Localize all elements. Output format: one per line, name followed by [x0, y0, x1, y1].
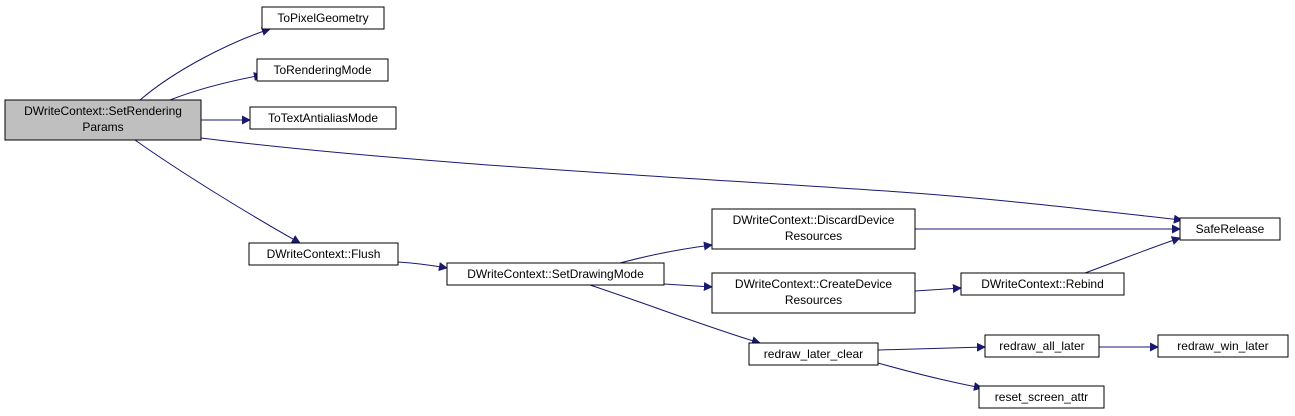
node-box-flush [248, 242, 399, 266]
node-label-set-rendering-params-line-1: DWriteContext::SetRendering [24, 104, 182, 118]
node-label-create-device-resources-line-1: DWriteContext::CreateDevice [735, 277, 892, 291]
edge-set-drawing-mode-to-create-device-resources [663, 282, 713, 292]
node-box-to-rendering-mode [256, 58, 389, 82]
node-label-to-rendering-mode: ToRenderingMode [273, 63, 371, 77]
node-rebind[interactable]: DWriteContext::Rebind [960, 272, 1125, 296]
edge-set-rendering-params-to-to-pixel-geometry [139, 27, 271, 101]
node-label-rebind: DWriteContext::Rebind [981, 277, 1104, 291]
node-safe-release[interactable]: SafeRelease [1179, 217, 1281, 241]
node-box-to-pixel-geometry [261, 6, 385, 30]
node-to-rendering-mode[interactable]: ToRenderingMode [256, 58, 389, 82]
node-label-to-pixel-geometry: ToPixelGeometry [277, 11, 368, 25]
node-box-redraw-all-later [984, 334, 1100, 358]
edge-set-rendering-params-to-safe-release [200, 137, 1183, 224]
node-label-redraw-later-clear: redraw_later_clear [764, 347, 863, 361]
edge-create-device-resources-to-rebind [914, 284, 962, 293]
node-reset-screen-attr[interactable]: reset_screen_attr [978, 385, 1105, 409]
node-label-safe-release: SafeRelease [1196, 222, 1265, 236]
node-box-redraw-win-later [1157, 334, 1289, 358]
node-box-redraw-later-clear [748, 342, 879, 366]
edge-set-rendering-params-to-flush [134, 139, 301, 244]
node-label-create-device-resources-line-2: Resources [785, 293, 842, 307]
node-redraw-win-later[interactable]: redraw_win_later [1157, 334, 1289, 358]
node-box-discard-device-resources [711, 208, 916, 250]
node-label-set-drawing-mode: DWriteContext::SetDrawingMode [467, 267, 644, 281]
node-flush[interactable]: DWriteContext::Flush [248, 242, 399, 266]
node-label-discard-device-resources-line-1: DWriteContext::DiscardDevice [733, 213, 895, 227]
node-to-pixel-geometry[interactable]: ToPixelGeometry [261, 6, 385, 30]
node-set-drawing-mode[interactable]: DWriteContext::SetDrawingMode [446, 262, 665, 286]
edge-set-drawing-mode-to-redraw-later-clear [589, 284, 761, 345]
node-box-reset-screen-attr [978, 385, 1105, 409]
edge-flush-to-set-drawing-mode [397, 261, 448, 272]
node-box-safe-release [1179, 217, 1281, 241]
node-label-redraw-win-later: redraw_win_later [1177, 339, 1268, 353]
node-label-to-text-antialias-mode: ToTextAntialiasMode [268, 111, 378, 125]
node-redraw-later-clear[interactable]: redraw_later_clear [748, 342, 879, 366]
node-box-create-device-resources [711, 272, 916, 314]
node-box-set-rendering-params [4, 99, 202, 141]
node-label-flush: DWriteContext::Flush [267, 247, 381, 261]
node-box-rebind [960, 272, 1125, 296]
edge-set-rendering-params-to-to-rendering-mode [169, 72, 263, 101]
node-label-set-rendering-params-line-2: Params [82, 120, 123, 134]
edge-redraw-later-clear-to-redraw-all-later [877, 342, 986, 352]
node-label-reset-screen-attr: reset_screen_attr [995, 390, 1088, 404]
node-box-set-drawing-mode [446, 262, 665, 286]
node-box-to-text-antialias-mode [249, 106, 397, 130]
node-to-text-antialias-mode[interactable]: ToTextAntialiasMode [249, 106, 397, 130]
node-label-discard-device-resources-line-2: Resources [785, 229, 842, 243]
edge-redraw-later-clear-to-reset-screen-attr [877, 362, 983, 391]
node-label-redraw-all-later: redraw_all_later [999, 339, 1084, 353]
edge-set-drawing-mode-to-discard-device-resources [619, 241, 713, 264]
node-redraw-all-later[interactable]: redraw_all_later [984, 334, 1100, 358]
edge-rebind-to-safe-release [1084, 236, 1181, 274]
